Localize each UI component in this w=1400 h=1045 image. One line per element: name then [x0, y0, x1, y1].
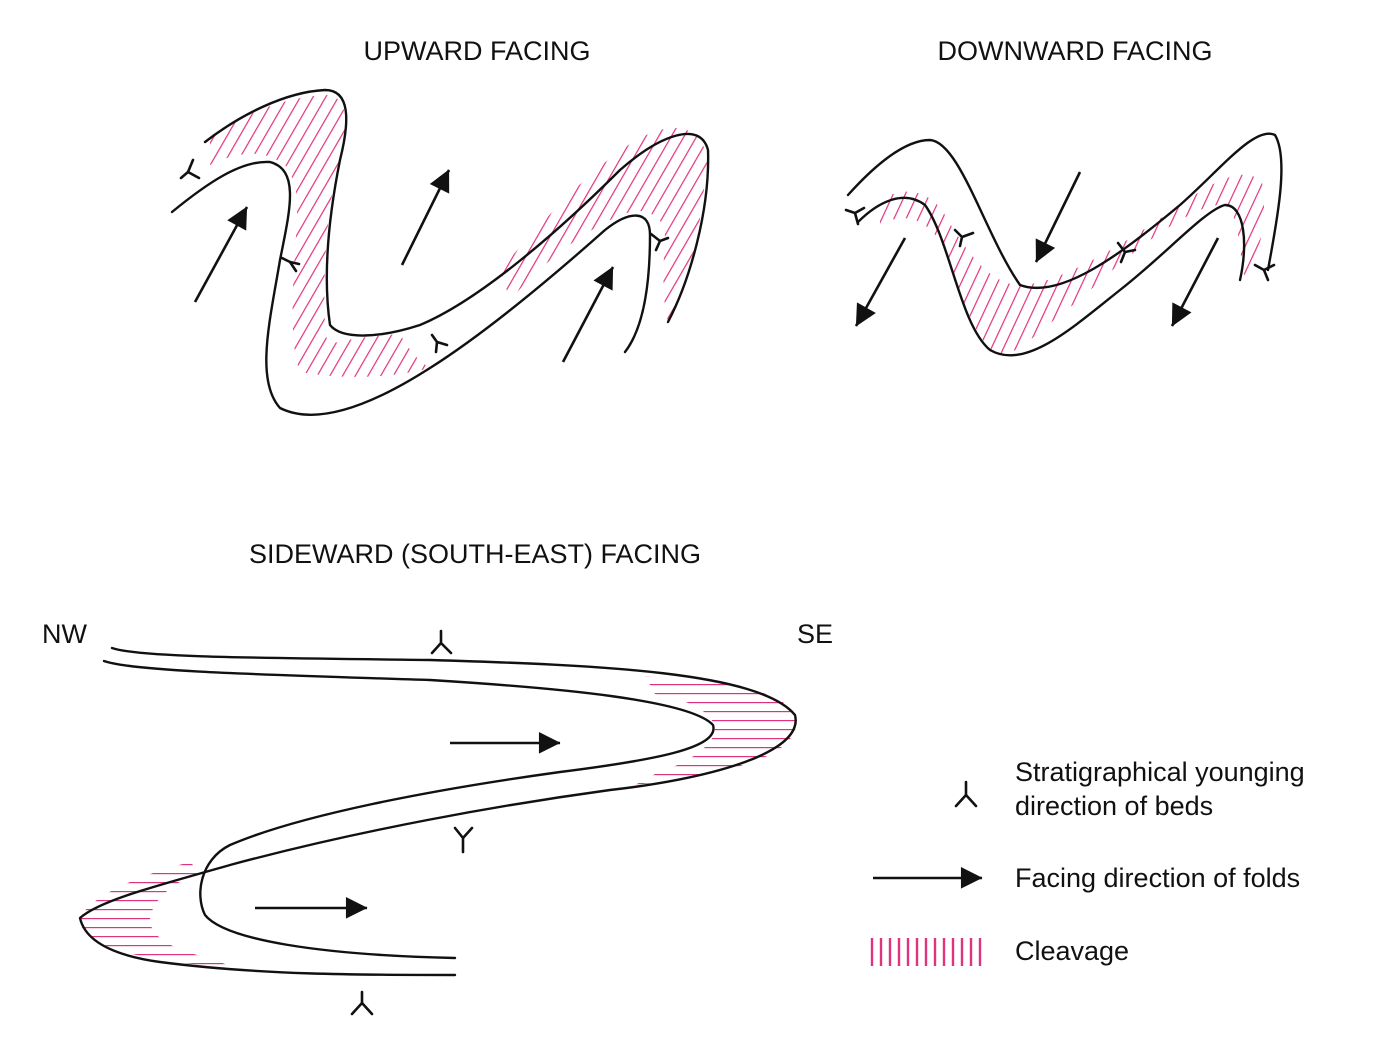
upward-cleavage-left-hinge: [210, 95, 430, 377]
upward-facing-arrow-right: [561, 266, 615, 363]
downward-facing-title: DOWNWARD FACING: [938, 36, 1213, 66]
younging-symbol-icon: [179, 158, 201, 180]
upward-facing-arrow-middle: [400, 169, 451, 266]
downward-facing-arrow-right: [1170, 237, 1220, 327]
legend: Stratigraphical younging direction of be…: [870, 757, 1305, 966]
downward-facing-arrow-middle: [1034, 171, 1082, 263]
nw-label: NW: [42, 619, 87, 649]
downward-facing-arrow-left: [854, 237, 907, 327]
younging-symbol-icon: [953, 228, 975, 248]
legend-cleavage-label: Cleavage: [1015, 936, 1129, 966]
legend-younging-line2: direction of beds: [1015, 791, 1213, 821]
legend-facing-label: Facing direction of folds: [1015, 863, 1300, 893]
upward-fold: [170, 88, 710, 416]
younging-symbol-icon: [453, 826, 474, 854]
downward-lower-bed: [856, 196, 1246, 357]
legend-younging-icon: [954, 780, 978, 808]
downward-cleavage-left-trough: [880, 174, 1265, 355]
sideward-facing-title: SIDEWARD (SOUTH-EAST) FACING: [249, 539, 701, 569]
downward-fold: [844, 132, 1283, 357]
sideward-upper-bed: [78, 646, 797, 977]
sideward-cleavage-left-hinge: [80, 862, 235, 968]
legend-cleavage-icon: [870, 938, 982, 966]
younging-symbol-icon: [844, 206, 866, 226]
younging-symbol-icon: [430, 629, 453, 655]
downward-upper-bed: [846, 132, 1283, 290]
upward-facing-title: UPWARD FACING: [363, 36, 590, 66]
younging-symbol-icon: [430, 333, 449, 354]
younging-symbol-icon: [649, 232, 670, 252]
se-label: SE: [797, 619, 833, 649]
upward-inner-bed: [170, 160, 652, 416]
younging-symbol-icon: [280, 256, 301, 273]
legend-younging-line1: Stratigraphical younging: [1015, 757, 1305, 787]
sideward-cleavage-right-hinge: [635, 676, 797, 785]
younging-symbol-icon: [1253, 263, 1276, 282]
upward-facing-arrow-left: [193, 206, 249, 303]
younging-symbol-icon: [350, 990, 374, 1016]
sideward-fold: NW SE: [42, 619, 833, 1016]
sideward-lower-bed: [102, 659, 715, 960]
younging-symbol-icon: [1116, 241, 1137, 264]
upward-outer-bed: [203, 88, 710, 337]
upward-cleavage-right-hinge: [500, 128, 707, 322]
